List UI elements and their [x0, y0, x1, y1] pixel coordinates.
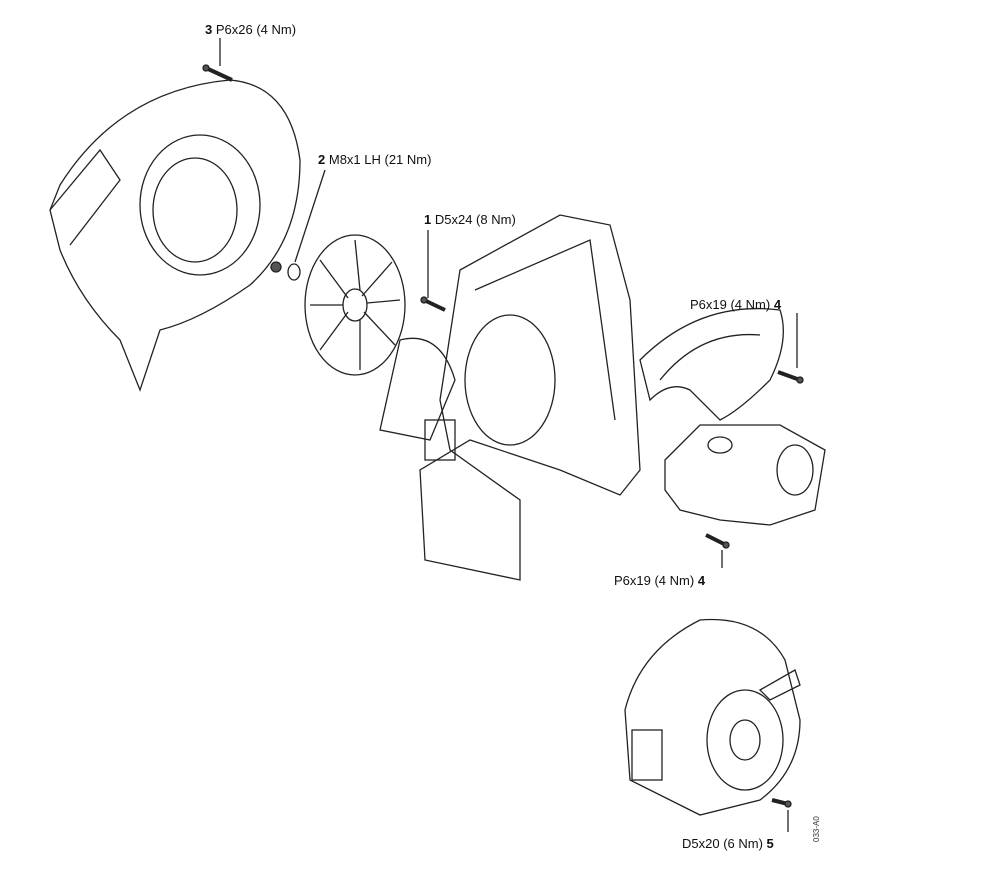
- handle: [639, 307, 784, 421]
- nut-washer: [270, 261, 301, 281]
- label-screw-4-upper: P6x19 (4 Nm) 4: [690, 297, 782, 312]
- fan-housing: [49, 79, 301, 392]
- fan-wheel: [304, 234, 406, 376]
- screw-4-upper: [777, 370, 804, 384]
- drawing-code: 033-A0: [812, 816, 821, 842]
- screw-1: [420, 296, 446, 312]
- label-screw-5: D5x20 (6 Nm) 5: [682, 836, 774, 851]
- screw-3: [202, 64, 233, 82]
- label-nut-2: 2 M8x1 LH (21 Nm): [318, 152, 432, 167]
- fuel-tank: [664, 424, 826, 526]
- label-screw-3: 3 P6x26 (4 Nm): [205, 22, 297, 37]
- screw-5: [771, 798, 792, 808]
- label-screw-4-lower: P6x19 (4 Nm) 4: [614, 573, 706, 588]
- label-screw-1: 1 D5x24 (8 Nm): [424, 212, 516, 227]
- engine-shroud: [624, 618, 801, 816]
- screw-4-lower: [705, 533, 730, 549]
- leader-lines: [219, 38, 798, 832]
- engine-housing: [379, 214, 641, 581]
